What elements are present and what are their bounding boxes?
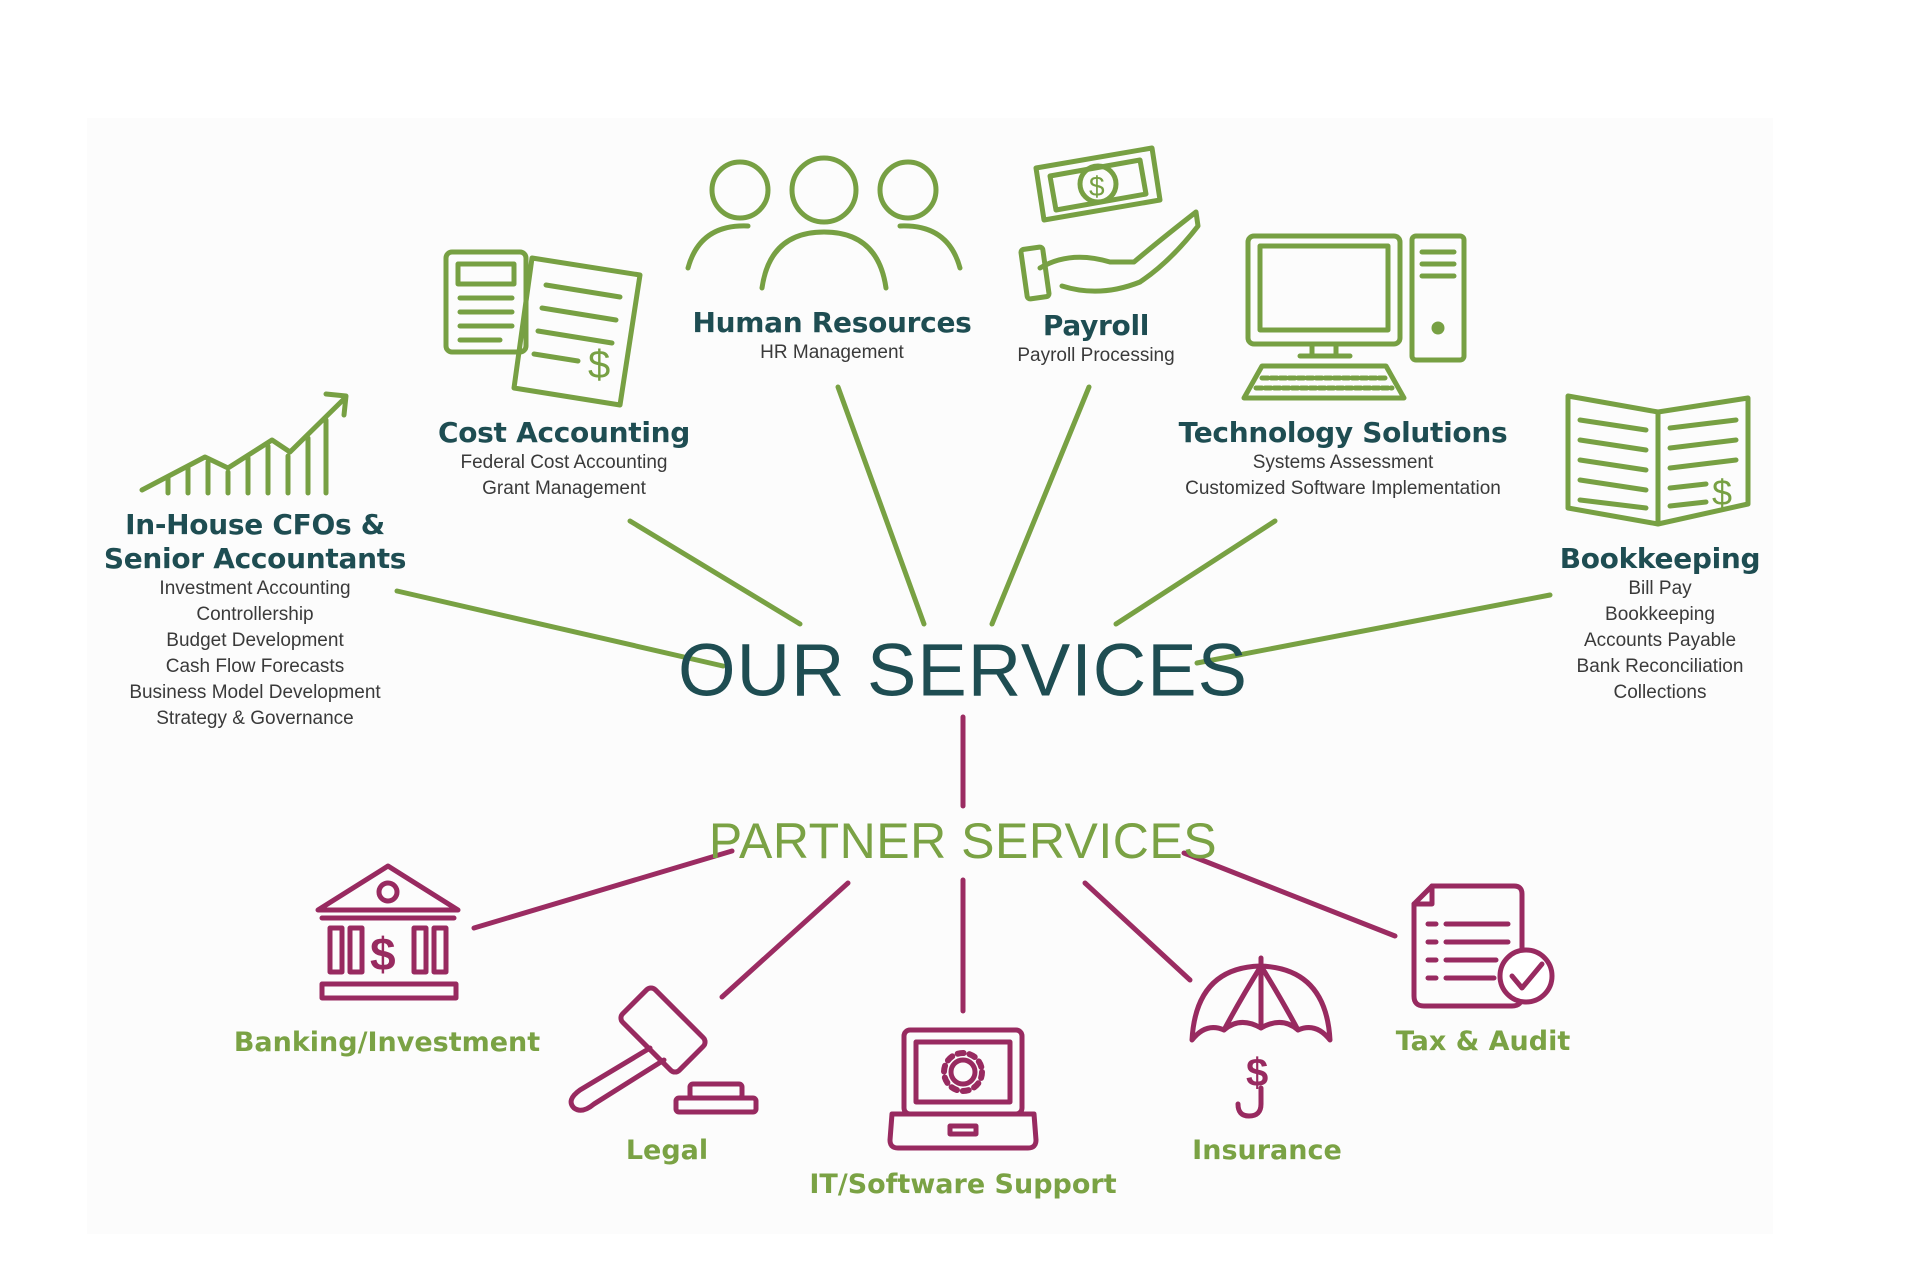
connector-legal	[719, 880, 851, 1000]
connector-payroll	[989, 384, 1092, 627]
partner-services-connectors	[471, 714, 1398, 1014]
our-services-connectors	[394, 384, 1553, 669]
service-item: Federal Cost Accounting	[460, 452, 668, 473]
gavel-icon	[568, 985, 759, 1115]
service-technology-solutions: Technology Solutions Systems Assessment …	[1179, 416, 1508, 502]
service-item: Customized Software Implementation	[1185, 478, 1501, 499]
service-item: Bookkeeping	[1605, 604, 1715, 625]
service-item: Systems Assessment	[1252, 452, 1434, 473]
service-title: Bookkeeping	[1559, 542, 1761, 575]
laptop-gear-icon	[887, 1027, 1039, 1151]
connector-technology	[1113, 518, 1278, 627]
service-cost-accounting: Cost Accounting Federal Cost Accounting …	[438, 416, 690, 502]
service-title: Senior Accountants	[103, 542, 407, 575]
svg-text:$: $	[588, 343, 610, 387]
service-bookkeeping: Bookkeeping Bill Pay Bookkeeping Account…	[1560, 542, 1761, 706]
service-payroll: Payroll Payroll Processing	[1017, 309, 1174, 369]
partner-insurance: Insurance	[1192, 1135, 1342, 1166]
service-title: Human Resources	[692, 306, 972, 339]
service-item: Budget Development	[166, 630, 344, 651]
our-services-title: OUR SERVICES	[678, 628, 1248, 712]
connector-bookkeeping	[1194, 592, 1553, 666]
service-item: Bill Pay	[1628, 578, 1692, 599]
partner-tax-audit: Tax & Audit	[1395, 1026, 1571, 1057]
checklist-icon	[1411, 883, 1555, 1009]
service-item: Bank Reconciliation	[1576, 656, 1744, 677]
service-title: Payroll	[1042, 309, 1150, 342]
service-item: Strategy & Governance	[156, 708, 354, 729]
connector-tax	[1181, 850, 1398, 939]
service-title: In-House CFOs &	[125, 508, 385, 541]
service-item: Controllership	[196, 604, 314, 625]
svg-text:$: $	[1089, 171, 1105, 202]
background-panel	[87, 118, 1773, 1234]
connector-cfo	[394, 588, 726, 669]
service-title: Cost Accounting	[437, 416, 691, 449]
ledger-book-icon: $	[1565, 393, 1751, 527]
service-in-house-cfos: In-House CFOs & Senior Accountants Inves…	[103, 508, 407, 732]
connector-human-resources	[835, 384, 927, 627]
service-title: Technology Solutions	[1178, 416, 1508, 449]
service-item: Investment Accounting	[159, 578, 351, 599]
money-hand-icon: $	[1018, 145, 1201, 302]
partner-banking-investment: Banking/Investment	[233, 1027, 541, 1058]
connector-cost-accounting	[627, 518, 803, 627]
growth-chart-icon	[139, 391, 349, 496]
service-item: Cash Flow Forecasts	[165, 656, 345, 677]
svg-text:$: $	[1712, 472, 1732, 513]
svg-text:$: $	[1246, 1051, 1268, 1095]
partner-legal: Legal	[625, 1135, 709, 1166]
calculator-document-icon: $	[443, 249, 643, 408]
bank-icon: $	[315, 863, 461, 1001]
service-item: Payroll Processing	[1017, 345, 1175, 366]
service-item: Grant Management	[482, 478, 646, 499]
service-item: HR Management	[760, 342, 904, 363]
people-icon	[685, 155, 963, 291]
connector-banking	[471, 848, 735, 931]
umbrella-dollar-icon: $	[1189, 955, 1333, 1119]
connector-insurance	[1082, 880, 1193, 983]
partner-services-title: PARTNER SERVICES	[708, 813, 1218, 869]
computer-icon	[1241, 233, 1467, 401]
service-item: Accounts Payable	[1583, 630, 1737, 651]
service-item: Business Model Development	[129, 682, 381, 703]
service-human-resources: Human Resources HR Management	[692, 306, 971, 366]
service-item: Collections	[1613, 682, 1707, 703]
partner-it-software-support: IT/Software Support	[809, 1169, 1117, 1200]
svg-text:$: $	[370, 928, 396, 980]
